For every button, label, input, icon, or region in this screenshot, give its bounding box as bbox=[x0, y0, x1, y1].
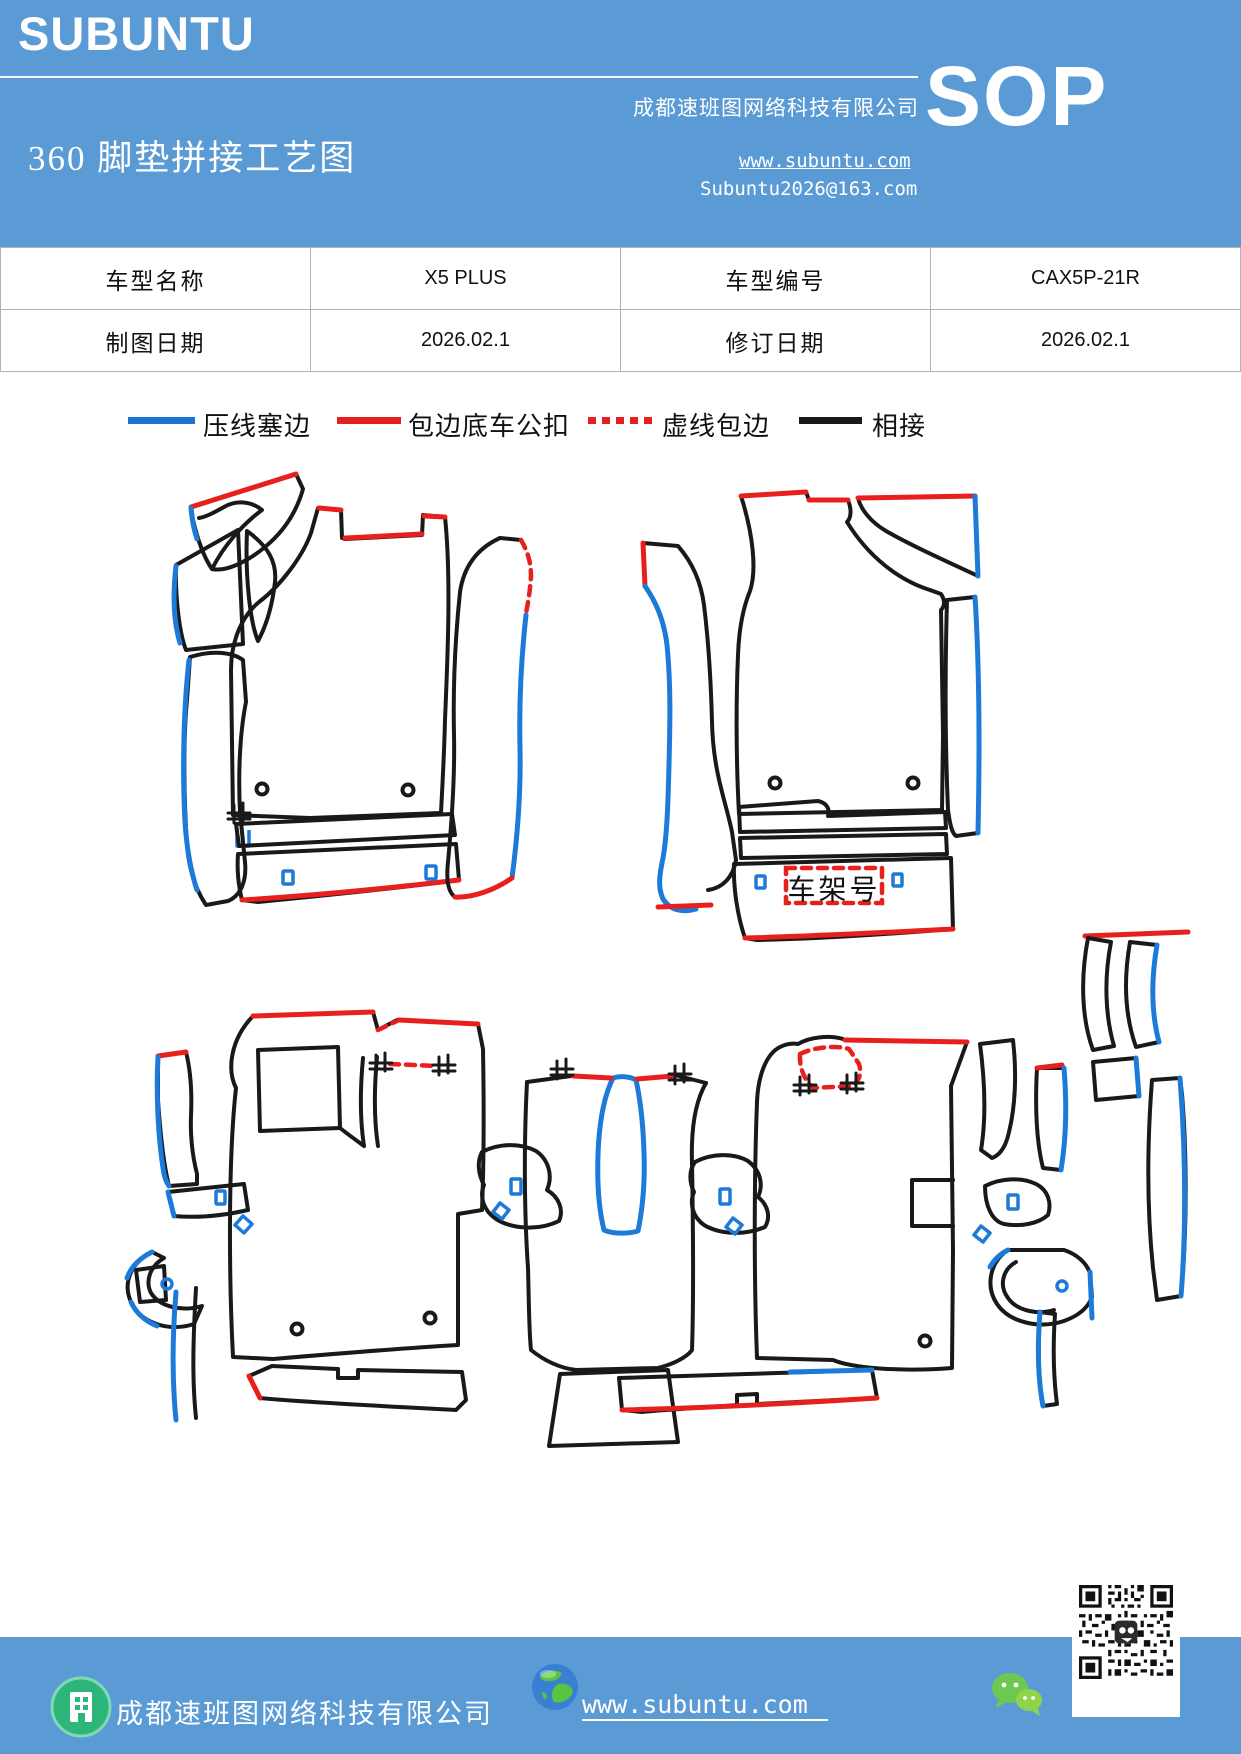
join-clip-mark bbox=[431, 1053, 457, 1077]
mat-hole bbox=[905, 775, 921, 791]
legend-black-line-swatch bbox=[799, 417, 862, 424]
center-console-piece bbox=[522, 1057, 708, 1448]
revise-date-label: 修订日期 bbox=[620, 309, 931, 372]
mat-hole bbox=[422, 1310, 438, 1326]
legend-label: 包边底车公扣 bbox=[408, 412, 571, 441]
legend-label: 相接 bbox=[872, 412, 927, 441]
table-row: 制图日期 2026.02.1 修订日期 2026.02.1 bbox=[0, 309, 1241, 372]
legend-red-dashed-swatch bbox=[588, 417, 656, 424]
model-code-label: 车型编号 bbox=[620, 247, 931, 310]
center-bracket-pieces bbox=[476, 1143, 771, 1236]
footer-company-name: 成都速班图网络科技有限公司 bbox=[116, 1699, 493, 1729]
left-rear-cluster bbox=[124, 1009, 486, 1423]
mat-hole bbox=[767, 775, 783, 791]
legend-red-line-swatch bbox=[337, 417, 401, 424]
wechat-icon bbox=[992, 1673, 1042, 1716]
right-rear-cluster bbox=[617, 929, 1191, 1414]
table-row: 车型名称 X5 PLUS 车型编号 CAX5P-21R bbox=[0, 247, 1241, 310]
globe-icon bbox=[532, 1664, 578, 1710]
vehicle-info-table: 车型名称 X5 PLUS 车型编号 CAX5P-21R 制图日期 2026.02… bbox=[0, 247, 1241, 372]
header-company-name: 成都速班图网络科技有限公司 bbox=[633, 96, 919, 120]
mat-hole bbox=[917, 1333, 933, 1349]
footer-website-link[interactable]: www.subuntu.com bbox=[582, 1690, 828, 1721]
header-email: Subuntu2026@163.com bbox=[700, 178, 918, 200]
header-website-link[interactable]: www.subuntu.com bbox=[739, 150, 911, 172]
header: SUBUNTU 360 脚垫拼接工艺图 成都速班图网络科技有限公司 www.su… bbox=[0, 0, 1241, 247]
join-clip-mark bbox=[667, 1062, 693, 1086]
mat-hole bbox=[400, 782, 416, 798]
model-name-label: 车型名称 bbox=[0, 247, 311, 310]
driver-front-mat bbox=[171, 471, 534, 907]
header-divider bbox=[0, 76, 918, 78]
legend-blue-line-swatch bbox=[128, 417, 195, 424]
model-code-value: CAX5P-21R bbox=[930, 247, 1241, 310]
company-logo-icon bbox=[50, 1676, 112, 1738]
brand-logo-text: SUBUNTU bbox=[18, 7, 255, 60]
mat-hole bbox=[254, 781, 270, 797]
legend-label: 压线塞边 bbox=[203, 412, 312, 441]
page-title: 360 脚垫拼接工艺图 bbox=[28, 139, 357, 178]
sop-badge: SOP bbox=[925, 49, 1109, 143]
passenger-front-mat: 车架号 bbox=[640, 489, 982, 942]
draw-date-label: 制图日期 bbox=[0, 309, 311, 372]
join-clip-mark bbox=[368, 1051, 394, 1075]
revise-date-value: 2026.02.1 bbox=[930, 309, 1241, 372]
line-legend: 压线塞边 包边底车公扣 虚线包边 相接 bbox=[0, 400, 1241, 444]
join-clip-mark bbox=[549, 1057, 575, 1081]
vin-area-label: 车架号 bbox=[787, 874, 880, 906]
draw-date-value: 2026.02.1 bbox=[310, 309, 621, 372]
qr-code bbox=[1072, 1577, 1180, 1717]
mat-hole bbox=[289, 1321, 305, 1337]
model-name-value: X5 PLUS bbox=[310, 247, 621, 310]
legend-label: 虚线包边 bbox=[662, 412, 771, 441]
